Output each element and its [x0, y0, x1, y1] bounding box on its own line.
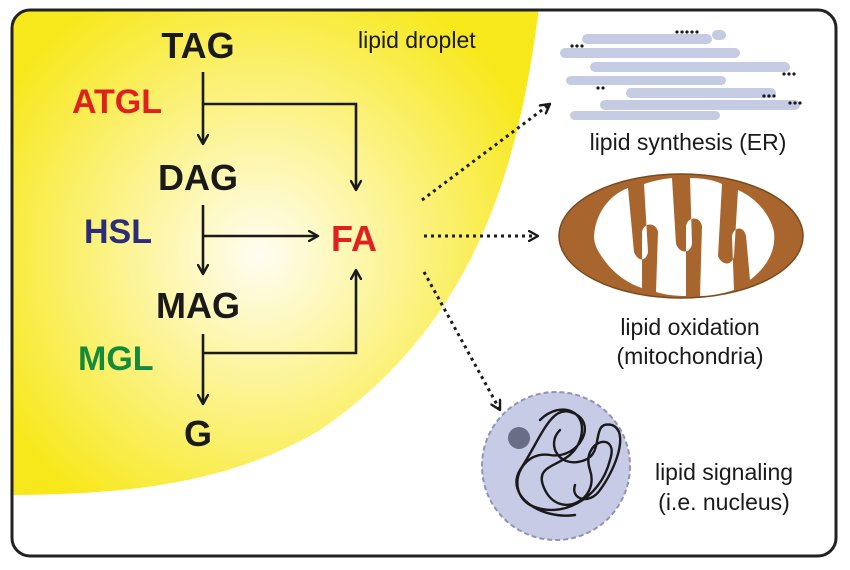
- tag-label: TAG: [161, 25, 234, 66]
- mgl-label: MGL: [78, 340, 154, 378]
- arrow-fa-to-nucleus: [422, 271, 502, 410]
- dag-label: DAG: [158, 157, 238, 198]
- lipid-droplet-area: [12, 10, 540, 495]
- hsl-label: HSL: [84, 213, 152, 251]
- er-icon: [560, 30, 800, 120]
- arrow-mag-to-fa: [203, 270, 356, 355]
- mag-label: MAG: [156, 285, 240, 326]
- hydrolysis-arrows: [203, 72, 356, 404]
- arrow-tag-to-fa: [203, 102, 356, 190]
- fa-label: FA: [331, 218, 377, 259]
- er-ribosomes: [570, 30, 802, 105]
- mitochondria-label: (mitochondria): [617, 343, 764, 369]
- mitochondria-icon: [558, 173, 804, 299]
- nucleus-label: (i.e. nucleus): [658, 489, 790, 515]
- lipid-oxidation-label: lipid oxidation: [620, 314, 759, 340]
- fate-arrows: [421, 102, 550, 410]
- arrow-fa-to-er: [421, 102, 550, 202]
- atgl-label: ATGL: [72, 83, 162, 121]
- nucleus-icon: [481, 391, 631, 541]
- lipid-droplet-label: lipid droplet: [358, 27, 476, 53]
- lipid-synthesis-label: lipid synthesis (ER): [590, 129, 787, 155]
- diagram-frame: [10, 8, 838, 558]
- g-label: G: [184, 413, 212, 454]
- lipid-signaling-label: lipid signaling: [655, 459, 793, 485]
